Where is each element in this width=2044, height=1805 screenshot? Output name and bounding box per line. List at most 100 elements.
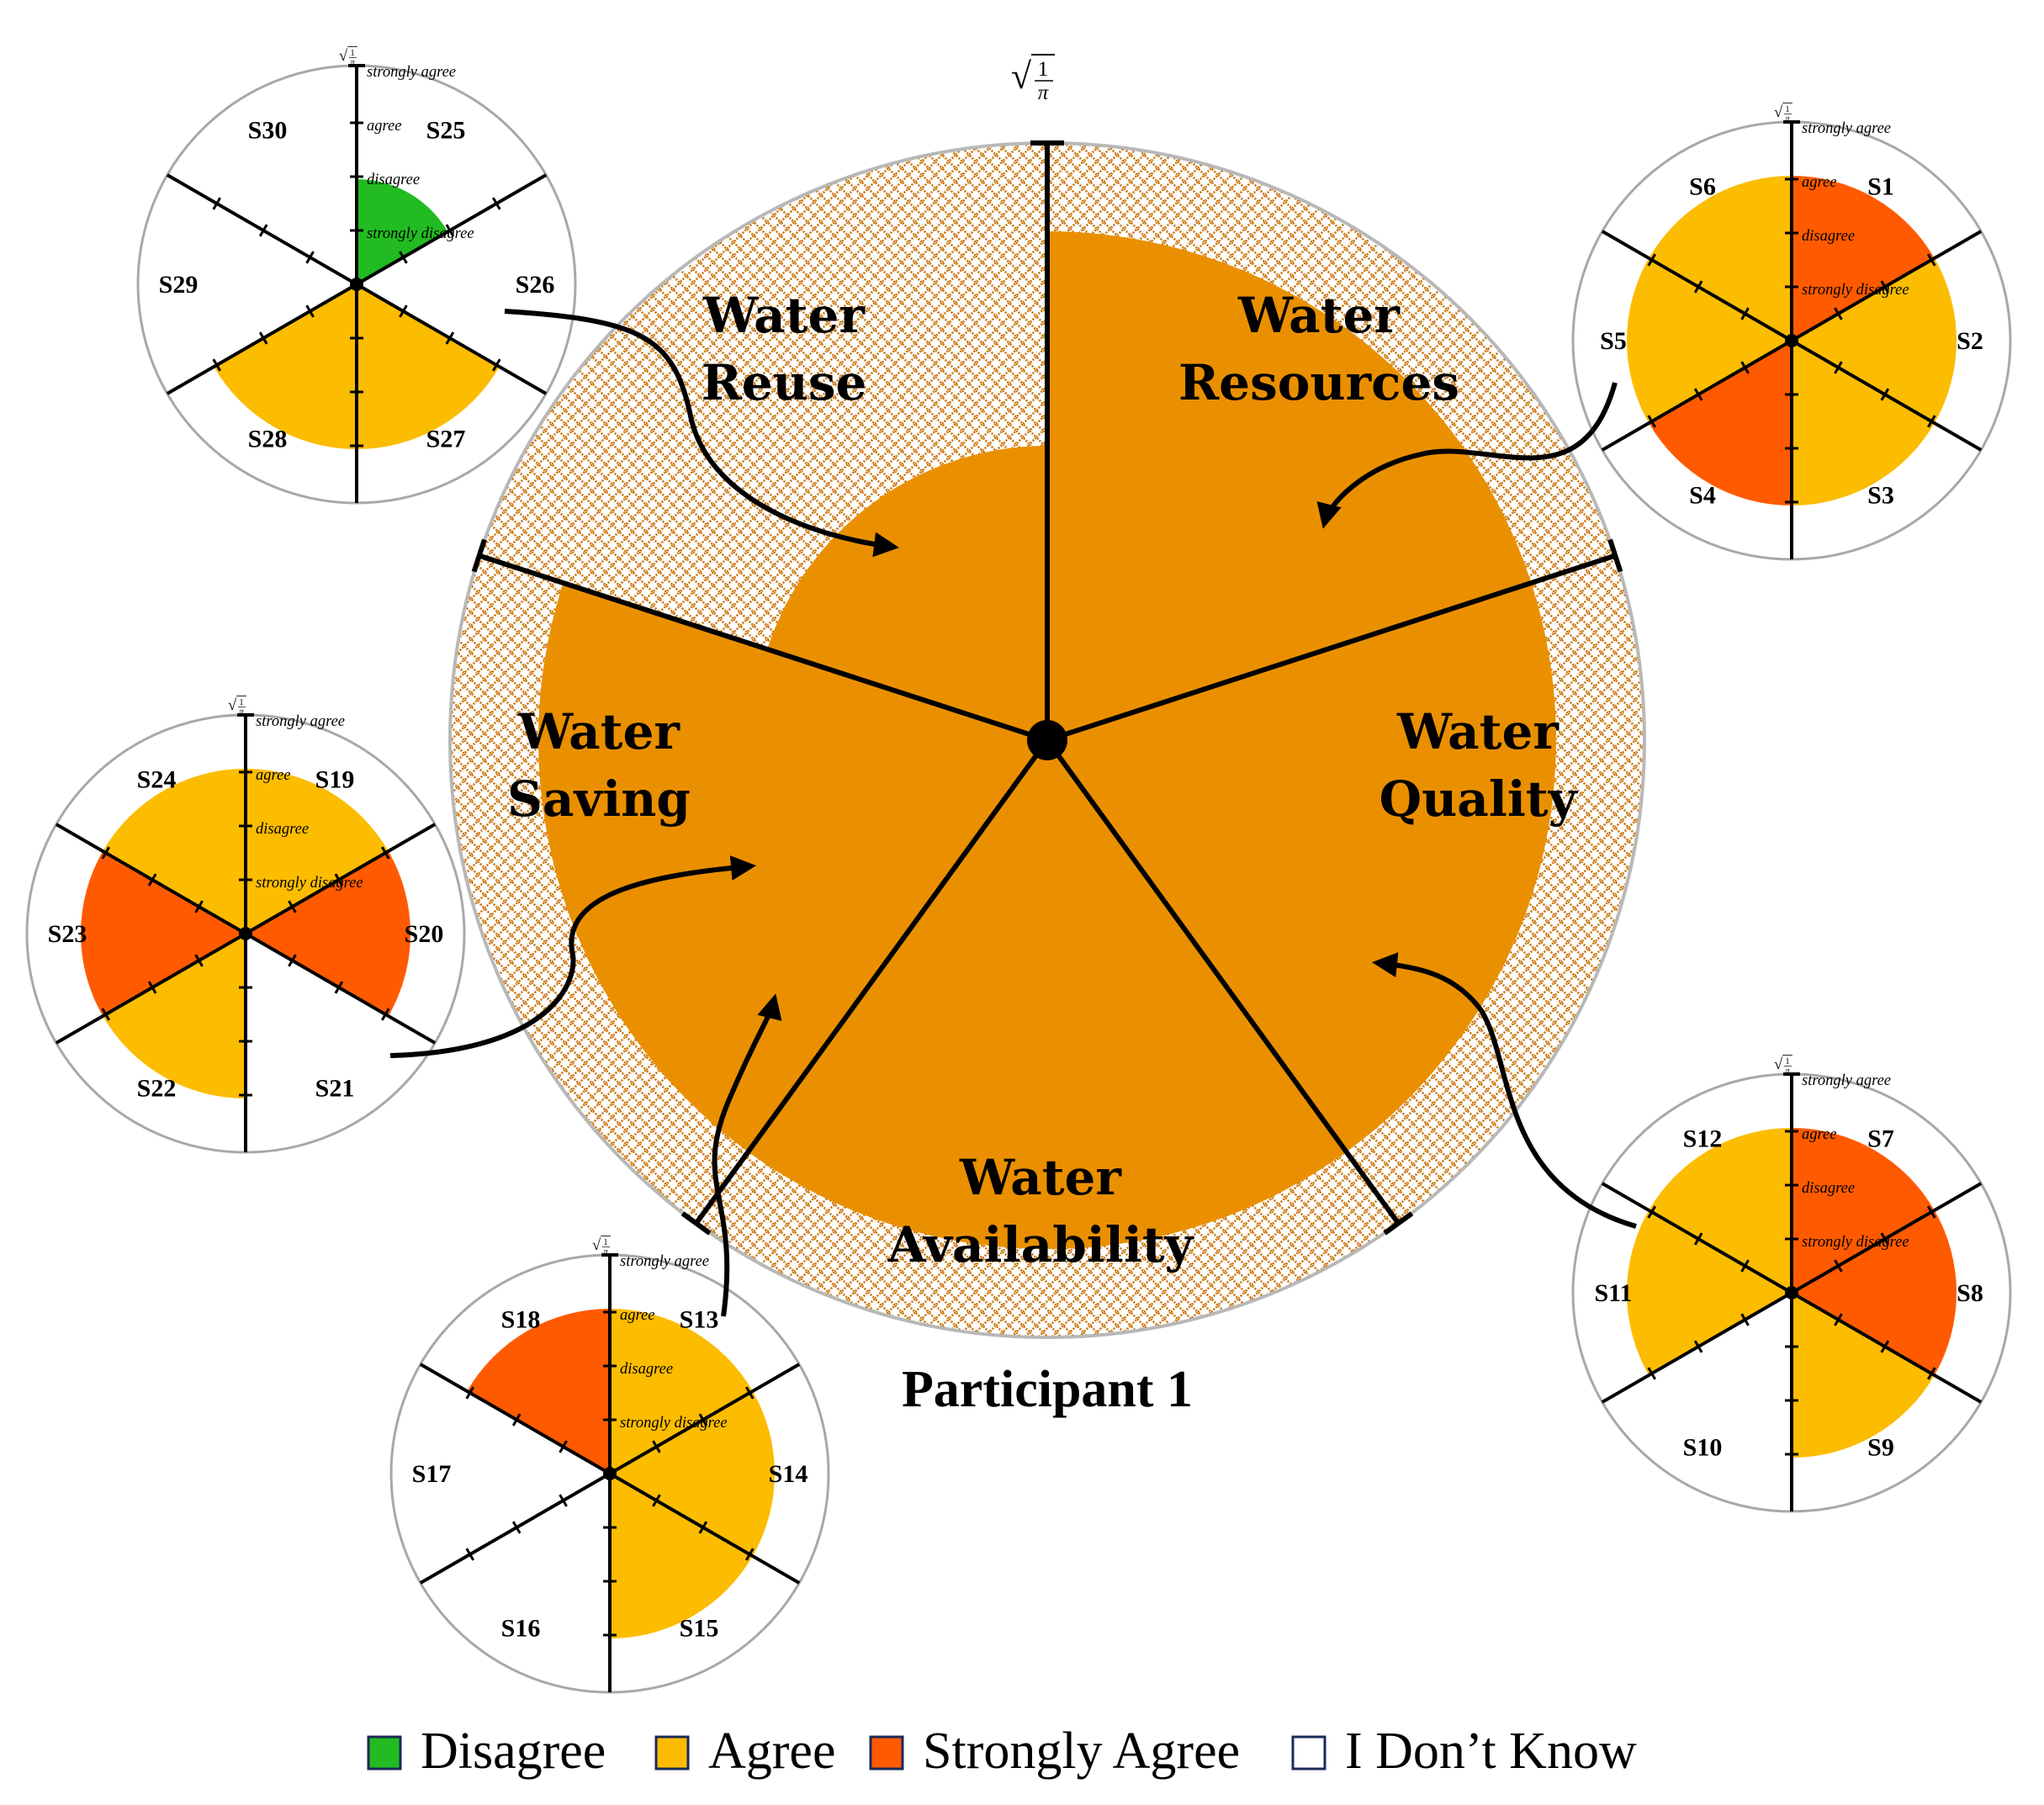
- sub-center-dot: [1785, 334, 1798, 347]
- sub-axis-tick: [288, 900, 297, 913]
- sub-axis: [609, 1363, 801, 1475]
- legend-swatch: [1291, 1735, 1326, 1771]
- statement-sector-s3: [1792, 341, 1935, 506]
- legend-item-disagree: Disagree: [367, 1723, 606, 1780]
- connector-arrow-4: [389, 855, 756, 1058]
- main-polar-chart: √1πWaterResourcesWaterQualityWaterAvaila…: [448, 54, 1646, 1339]
- main-axis: [478, 553, 1048, 743]
- level-label: strongly agree: [256, 713, 345, 730]
- scale-denominator: π: [1785, 1067, 1790, 1077]
- level-label: strongly disagree: [1802, 282, 1909, 299]
- statement-sector-s8: [1792, 1210, 1957, 1375]
- scale-numerator: 1: [239, 698, 243, 707]
- sub-axis-tick: [1926, 415, 1936, 428]
- statement-sector-s2: [1792, 258, 1957, 423]
- level-label: agree: [367, 118, 401, 135]
- statement-label: S23: [48, 920, 87, 948]
- sub-axis: [55, 932, 247, 1045]
- sub-axis-tick: [744, 1548, 755, 1561]
- scale-label: √1π: [339, 45, 357, 68]
- statement-label: S8: [1957, 1279, 1983, 1307]
- sub-charts: strongly disagree disagree agree strongly a…: [25, 45, 2012, 1694]
- category-label: Water: [702, 287, 866, 344]
- sub-axis-tick: [491, 358, 501, 372]
- sub-axis-tick: [1834, 361, 1843, 374]
- statement-label: S11: [1594, 1279, 1632, 1307]
- scale-label: √1π: [228, 695, 246, 717]
- scale-numerator: 1: [1038, 58, 1049, 81]
- level-label: agree: [620, 1307, 654, 1324]
- category-label: Water: [1396, 703, 1559, 760]
- statement-label: S6: [1689, 172, 1716, 200]
- sub-axis-tick: [258, 331, 268, 345]
- scale-numerator: 1: [350, 49, 354, 58]
- connector-arrow-2: [1372, 952, 1637, 1229]
- main-axis-cap: [1383, 1211, 1414, 1236]
- sub-center-dot: [350, 278, 363, 291]
- main-axis: [1045, 738, 1401, 1225]
- legend-label: Agree: [708, 1723, 835, 1780]
- statement-label: S3: [1867, 482, 1894, 510]
- sub-axis-tick: [1880, 1340, 1890, 1353]
- sub-axis: [1790, 1182, 1983, 1294]
- statement-label: S26: [516, 271, 555, 299]
- category-label: Saving: [507, 770, 691, 828]
- sub-axis: [55, 823, 247, 935]
- main-axis-cap: [680, 1211, 712, 1236]
- sub-axis-tick: [399, 304, 408, 318]
- main-axis: [1046, 553, 1617, 743]
- legend-item-dont-know: I Don’t Know: [1291, 1723, 1637, 1780]
- participant-title: Participant 1: [902, 1361, 1193, 1418]
- scale-numerator: 1: [603, 1238, 607, 1247]
- statement-label: S19: [315, 765, 355, 793]
- statement-sector-s15: [610, 1474, 753, 1638]
- statement-label: S24: [137, 765, 177, 793]
- sub-axis: [166, 173, 357, 286]
- statement-sector-s6: [1649, 176, 1792, 341]
- statement-label: S15: [680, 1615, 719, 1643]
- sub-axis-tick: [1834, 1259, 1843, 1273]
- sub-center-dot: [239, 927, 252, 940]
- statement-label: S7: [1867, 1125, 1894, 1152]
- statement-label: S29: [159, 271, 199, 299]
- level-label: strongly agree: [620, 1253, 709, 1270]
- sub-axis: [166, 283, 357, 395]
- connector-arrows: [389, 309, 1637, 1317]
- scale-label: √1π: [1774, 102, 1792, 124]
- sub-axis-tick: [288, 954, 297, 967]
- main-axis: [694, 738, 1050, 1225]
- category-label: Availability: [887, 1216, 1195, 1273]
- sub-axis-tick: [1693, 1340, 1703, 1353]
- category-label: Reuse: [702, 354, 867, 411]
- sub-axis: [1790, 230, 1983, 342]
- statement-sector-s1: [1792, 176, 1935, 341]
- main-sector-water-saving: [537, 583, 1047, 1152]
- statement-sector-s28: [214, 284, 357, 449]
- sub-axis-tick: [305, 251, 315, 264]
- legend-label: Disagree: [421, 1723, 606, 1780]
- sub-axis-tick: [258, 224, 268, 237]
- scale-radical: √: [339, 47, 348, 64]
- sub-axis: [245, 932, 437, 1045]
- scale-numerator: 1: [1785, 1057, 1789, 1067]
- sub-axis-tick: [1880, 280, 1890, 294]
- level-label: agree: [256, 767, 290, 784]
- sub-axis-tick: [305, 304, 315, 318]
- level-label: disagree: [1802, 228, 1855, 245]
- sub-axis: [1790, 339, 1983, 452]
- category-label: Water: [959, 1149, 1122, 1206]
- legend-swatch: [869, 1735, 904, 1771]
- legend-label: I Don’t Know: [1345, 1723, 1637, 1780]
- level-label: strongly disagree: [367, 225, 474, 242]
- statement-label: S1: [1867, 172, 1894, 200]
- sub-axis: [419, 1472, 612, 1585]
- level-label: strongly disagree: [620, 1415, 728, 1432]
- sub-axis-tick: [147, 873, 157, 887]
- statement-sector-s20: [246, 851, 410, 1016]
- level-label: strongly disagree: [1802, 1234, 1909, 1251]
- sub-axis-tick: [1693, 388, 1703, 401]
- sub-axis-tick: [465, 1548, 475, 1561]
